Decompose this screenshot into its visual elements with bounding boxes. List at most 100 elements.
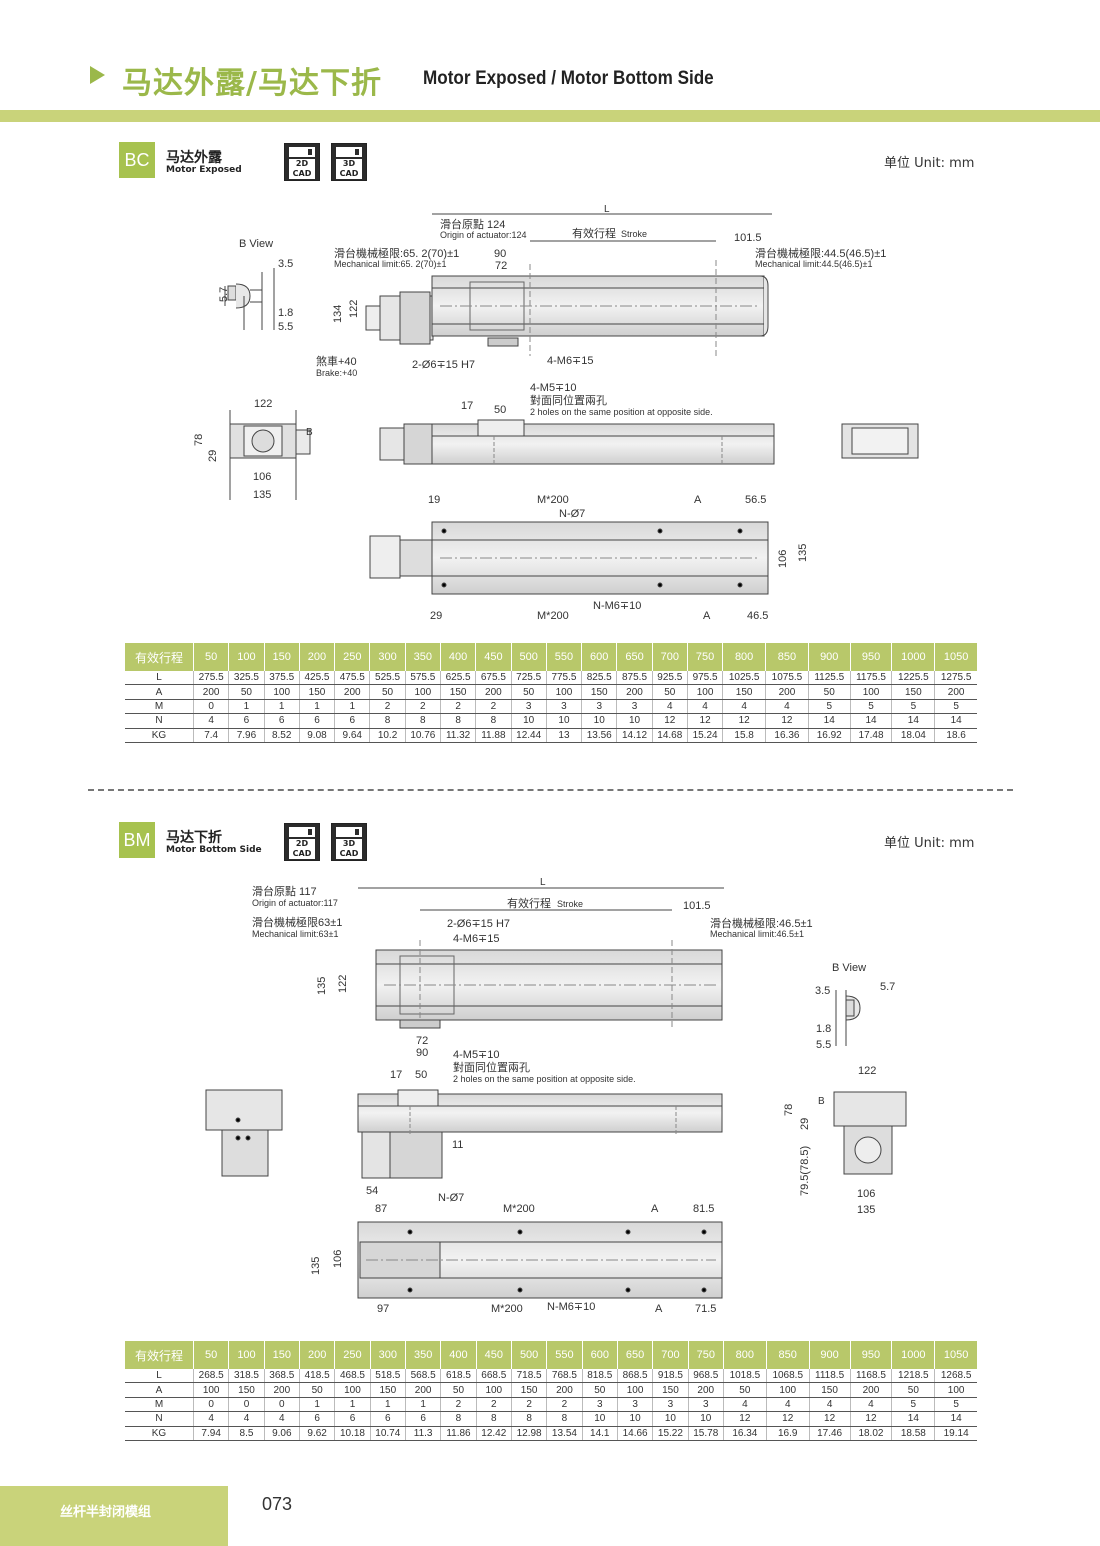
dim: 1.8	[278, 307, 293, 319]
dim: 135	[857, 1204, 875, 1216]
table-cell: 8	[369, 713, 406, 729]
header-bar	[0, 110, 1100, 122]
origin-en: Origin of actuator:117	[252, 898, 338, 908]
table-cell: 10	[687, 1411, 724, 1427]
table-cell: 15.78	[687, 1426, 724, 1441]
table-header-stroke: 700	[651, 643, 688, 671]
dim: 122	[254, 398, 272, 410]
table-cell: 200	[849, 1382, 892, 1398]
mech-left-en: Mechanical limit:63±1	[252, 929, 338, 939]
table-cell: 1118.5	[808, 1369, 851, 1384]
dim: 29	[207, 450, 219, 462]
table-cell: 6	[404, 1411, 441, 1427]
dim: A	[703, 610, 711, 622]
dim: 29	[430, 610, 442, 622]
table-cell: 12	[849, 1411, 892, 1427]
table-cell: 12	[808, 1411, 851, 1427]
table-cell: 50	[298, 1382, 335, 1398]
hole-m5: 4-M5∓10	[530, 382, 577, 394]
dim-L: L	[540, 877, 546, 888]
table-header-stroke: 600	[581, 643, 617, 671]
table-cell: 1268.5	[934, 1369, 977, 1384]
table-row-label: N	[125, 713, 194, 729]
table-row-label: KG	[125, 728, 194, 743]
table-header-stroke: 500	[510, 1341, 547, 1369]
table-cell: 4	[192, 1411, 229, 1427]
table-cell: 50	[722, 1382, 767, 1398]
table-cell: 10.74	[369, 1426, 406, 1441]
table-cell: 4	[765, 699, 809, 715]
dim: 97	[377, 1303, 389, 1315]
bm-top-view	[375, 940, 723, 1030]
floppy-icon	[289, 827, 315, 837]
table-header-stroke: 450	[475, 1341, 512, 1369]
bm-b-view	[835, 990, 861, 1046]
table-cell: 4	[263, 1411, 300, 1427]
table-cell: 275.5	[192, 671, 229, 686]
bc-top-view	[365, 260, 769, 356]
dim: 106	[777, 550, 789, 568]
table-cell: 9.64	[334, 728, 370, 743]
table-cell: 11.32	[439, 728, 476, 743]
table-cell: 16.92	[807, 728, 851, 743]
table-cell: 7.94	[192, 1426, 229, 1441]
table-cell: 14.12	[616, 728, 653, 743]
unit-label: 单位 Unit: mm	[884, 836, 975, 851]
header-arrow-icon	[90, 66, 105, 84]
table-cell: 50	[228, 684, 265, 700]
brake-cn: 煞車+40	[316, 354, 357, 368]
hole-m5: 4-M5∓10	[453, 1049, 500, 1061]
cad-3d-button[interactable]: 3D CAD	[331, 143, 367, 181]
table-cell: 100	[475, 1382, 512, 1398]
table-cell: 12	[722, 1411, 767, 1427]
dim: 81.5	[693, 1203, 714, 1215]
dim: 50	[415, 1069, 427, 1081]
table-cell: 4	[686, 699, 723, 715]
table-cell: 16.9	[765, 1426, 810, 1441]
table-cell: 818.5	[581, 1369, 618, 1384]
cad-3d-button[interactable]: 3D CAD	[331, 823, 367, 861]
bm-bview-label: B View	[832, 962, 866, 974]
table-header-stroke: 150	[263, 1341, 300, 1369]
dim: 135	[316, 977, 328, 995]
cad-3d-label: 3D CAD	[336, 159, 362, 179]
table-row-label: M	[125, 1397, 194, 1413]
dim: 19	[428, 494, 440, 506]
dim: 101.5	[734, 232, 762, 244]
table-cell: 4	[722, 699, 766, 715]
dim: 101.5	[683, 900, 711, 912]
table-header-stroke: 800	[722, 643, 766, 671]
table-header-stroke: 500	[510, 643, 547, 671]
mech-left-cn: 滑台機械極限63±1	[252, 915, 342, 929]
floppy-icon	[336, 147, 362, 157]
table-cell: 718.5	[510, 1369, 547, 1384]
cad-2d-button[interactable]: 2D CAD	[284, 143, 320, 181]
dim: 1.8	[816, 1023, 831, 1035]
dim: N-M6∓10	[547, 1301, 595, 1313]
table-header-stroke: 250	[334, 643, 370, 671]
table-cell: 12	[686, 713, 723, 729]
table-cell: 17.48	[849, 728, 892, 743]
dim: 106	[253, 471, 271, 483]
table-cell: 6	[298, 1411, 335, 1427]
table-cell: 1068.5	[765, 1369, 810, 1384]
table-cell: 100	[545, 684, 582, 700]
table-header-stroke: 750	[687, 1341, 724, 1369]
dim: 122	[858, 1065, 876, 1077]
table-cell: 1	[369, 1397, 406, 1413]
table-header-stroke: 850	[765, 1341, 810, 1369]
table-cell: 0	[263, 1397, 300, 1413]
table-cell: 7.4	[192, 728, 229, 743]
hole-m6: 4-M6∓15	[547, 355, 594, 367]
table-header-stroke: 1000	[891, 1341, 935, 1369]
table-cell: 200	[263, 1382, 300, 1398]
table-cell: 1218.5	[891, 1369, 935, 1384]
cad-2d-button[interactable]: 2D CAD	[284, 823, 320, 861]
bc-bview-label: B View	[239, 238, 273, 250]
